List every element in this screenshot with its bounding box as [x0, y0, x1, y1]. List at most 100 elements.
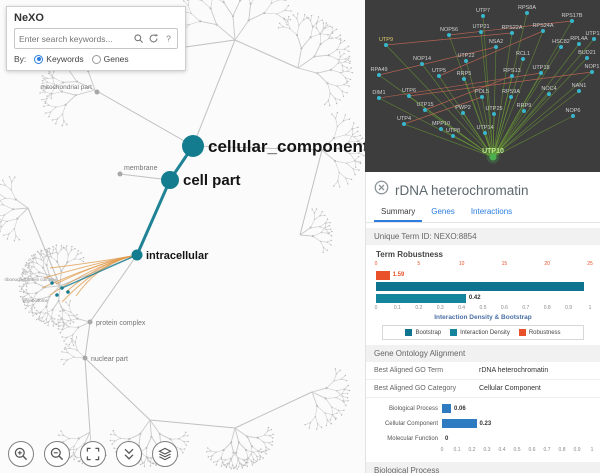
interaction-density-bar — [376, 293, 466, 303]
robustness-bar-row: 1.59 — [376, 270, 590, 280]
term-node-cell-part[interactable] — [161, 171, 179, 189]
gene-node-rps24a[interactable] — [541, 29, 545, 33]
fit-to-screen-button[interactable] — [80, 441, 106, 467]
tab-genes[interactable]: Genes — [431, 207, 455, 216]
gene-node-nop14[interactable] — [420, 62, 424, 66]
term-label-mitochondrial-part: mitochondrial part — [40, 84, 92, 91]
legend-label: Robustness — [528, 329, 561, 336]
gene-label-utp7: UTP7 — [476, 8, 490, 14]
gene-node-nop1[interactable] — [590, 70, 594, 74]
gene-node-utp5[interactable] — [437, 74, 441, 78]
gene-node-utp18[interactable] — [539, 71, 543, 75]
gene-node-utp22[interactable] — [464, 59, 468, 63]
svg-text:?: ? — [166, 35, 171, 44]
term-node-intracellular[interactable] — [131, 249, 143, 261]
gene-node-bud21[interactable] — [585, 56, 589, 60]
gene-node-nop6[interactable] — [571, 114, 575, 118]
gene-node-nan1[interactable] — [577, 89, 581, 93]
gene-node-rrp5[interactable] — [462, 77, 466, 81]
collapse-expand-button[interactable] — [116, 441, 142, 467]
gene-node-utp8[interactable] — [451, 134, 455, 138]
axis-tick: 0.2 — [468, 447, 476, 453]
radio-dot[interactable] — [91, 54, 101, 64]
legend-swatch — [518, 329, 526, 336]
layers-button[interactable] — [152, 441, 178, 467]
tab-interactions[interactable]: Interactions — [470, 207, 513, 216]
gene-node-rps8a[interactable] — [525, 11, 529, 15]
search-input[interactable] — [15, 33, 132, 44]
gene-label-hsc82: HSC82 — [552, 39, 570, 45]
gene-label-utp9: UTP9 — [379, 37, 393, 43]
gene-label-utp18: UTP18 — [532, 65, 549, 71]
axis-tick: 0.1 — [393, 305, 401, 311]
gene-node-rps22a[interactable] — [510, 31, 514, 35]
gene-node-utp25[interactable] — [492, 112, 496, 116]
term-node-membrane[interactable] — [117, 171, 123, 177]
gene-node-utp7[interactable] — [481, 14, 485, 18]
axis-tick: 0 — [440, 447, 444, 453]
term-label-intracellular: intracellular — [146, 250, 209, 262]
close-icon[interactable] — [374, 180, 389, 200]
gene-node-rpa49[interactable] — [377, 73, 381, 77]
gene-node-rps13[interactable] — [510, 74, 514, 78]
axis-tick: 25 — [587, 261, 593, 267]
zoom-in-button[interactable] — [8, 441, 34, 467]
axis-tick: 0.9 — [565, 305, 573, 311]
legend-item-robustness[interactable]: Robustness — [518, 329, 561, 336]
gene-node-dim1[interactable] — [377, 96, 381, 100]
gene-label-utp13: UTP13 — [585, 31, 600, 37]
ontology-tree — [0, 0, 365, 470]
gene-label-utp22: UTP22 — [457, 53, 474, 59]
radio-dot[interactable] — [34, 54, 44, 64]
gene-node-utp9[interactable] — [384, 43, 388, 47]
gene-node-utp15[interactable] — [423, 108, 427, 112]
term-label-membrane: membrane — [124, 165, 158, 172]
zoom-out-button[interactable] — [44, 441, 70, 467]
term-node-nuclear-part[interactable] — [82, 355, 88, 361]
gene-node-pol5[interactable] — [480, 95, 484, 99]
legend-item-interaction-density[interactable]: Interaction Density — [450, 329, 510, 336]
robustness-value: 1.59 — [392, 272, 405, 278]
gene-node-rpl4a[interactable] — [577, 42, 581, 46]
gene-label-nop1: NOP1 — [585, 64, 600, 70]
search-icon[interactable] — [132, 33, 144, 45]
gene-label-utp21: UTP21 — [472, 24, 489, 30]
term-label-protein-complex: protein complex — [96, 320, 146, 327]
gene-label-utp4: UTP4 — [397, 116, 411, 122]
radio-genes[interactable]: Genes — [91, 54, 129, 64]
gene-node-noc4[interactable] — [547, 92, 551, 96]
refresh-icon[interactable] — [147, 33, 159, 45]
legend-swatch — [405, 329, 413, 336]
gene-node-rps9a[interactable] — [509, 95, 513, 99]
gene-node-hsc82[interactable] — [559, 45, 563, 49]
gene-node-rrp9[interactable] — [522, 109, 526, 113]
tab-summary[interactable]: Summary — [374, 203, 423, 222]
term-node-cellular-component[interactable] — [182, 135, 204, 157]
gene-node-nop56[interactable] — [447, 33, 451, 37]
gene-node-rps17b[interactable] — [570, 19, 574, 23]
gene-label-utp15: UTP15 — [416, 102, 433, 108]
gene-node-nsa2[interactable] — [494, 45, 498, 49]
axis-tick: 1 — [588, 305, 592, 311]
legend-item-bootstrap[interactable]: Bootstrap — [405, 329, 441, 336]
radio-keywords[interactable]: Keywords — [34, 54, 84, 64]
help-icon[interactable]: ? — [162, 33, 174, 45]
term-node-protein-complex[interactable] — [87, 319, 93, 325]
gene-node-utp4[interactable] — [402, 122, 406, 126]
gene-node-utp21[interactable] — [479, 30, 483, 34]
gene-node-rcl1[interactable] — [521, 57, 525, 61]
axis-tick: 0.2 — [415, 305, 423, 311]
axis-tick: 0 — [374, 261, 378, 267]
search-mode-options: Keywords Genes — [34, 54, 129, 64]
gene-node-utp10[interactable] — [489, 153, 497, 161]
gene-node-utp14[interactable] — [483, 131, 487, 135]
gene-node-pwp2[interactable] — [461, 111, 465, 115]
gene-node-utp6[interactable] — [407, 94, 411, 98]
gene-node-utp13[interactable] — [592, 37, 596, 41]
term-node-mitochondrial-part[interactable] — [94, 89, 100, 95]
gene-node-mpp10[interactable] — [439, 127, 443, 131]
